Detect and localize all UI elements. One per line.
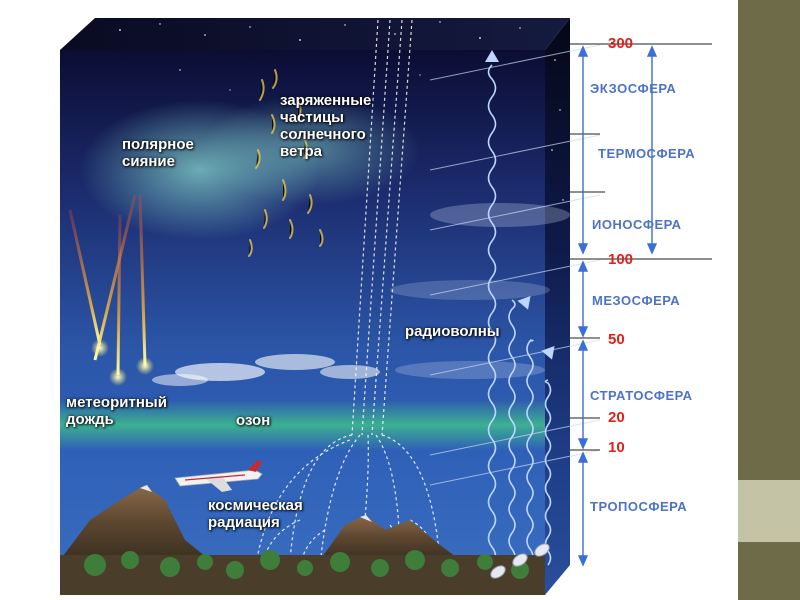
layer-exosphere: ЭКЗОСФЕРА — [590, 81, 677, 96]
trees — [84, 550, 529, 579]
solar-wind-label: заряженные частицы солнечного ветра — [280, 92, 372, 160]
cube-side-face — [545, 18, 570, 595]
layer-stratosphere: СТРАТОСФЕРА — [590, 388, 693, 403]
ozone-label: озон — [236, 412, 271, 429]
cosmic-radiation-label: космическая радиация — [208, 497, 303, 531]
side-decor-accent — [738, 480, 800, 542]
radio-wave-arrowheads — [485, 50, 555, 360]
satellite-dishes — [490, 543, 550, 579]
layer-mesosphere: МЕЗОСФЕРА — [592, 293, 681, 308]
layer-range-arrows — [577, 45, 658, 567]
altitude-10: 10 — [608, 439, 625, 456]
ozone-band — [60, 400, 545, 450]
layer-troposphere: ТРОПОСФЕРА — [590, 499, 688, 514]
altitude-20: 20 — [608, 409, 625, 426]
radio-waves — [487, 64, 552, 566]
altitude-300: 300 — [608, 35, 634, 52]
meteor-shower-label: метеоритный дождь — [66, 394, 167, 428]
altitude-scale-lines — [570, 43, 712, 451]
solar-wind-particles — [248, 69, 324, 257]
altitude-50: 50 — [608, 331, 625, 348]
airplane — [174, 460, 263, 492]
layer-ionosphere: ИОНОСФЕРА — [592, 217, 682, 232]
cube-top-face — [60, 18, 570, 50]
layer-thermosphere: ТЕРМОСФЕРА — [598, 146, 696, 161]
altitude-100: 100 — [608, 251, 634, 268]
layer-guide-lines — [429, 44, 601, 486]
mountains — [60, 485, 460, 560]
meteor-streaks — [68, 194, 154, 386]
low-clouds — [152, 354, 380, 386]
aurora-glow-2 — [200, 95, 420, 205]
radio-waves-label: радиоволны — [405, 323, 500, 340]
aurora-label: полярное сияние — [122, 136, 194, 170]
stars — [119, 21, 564, 201]
